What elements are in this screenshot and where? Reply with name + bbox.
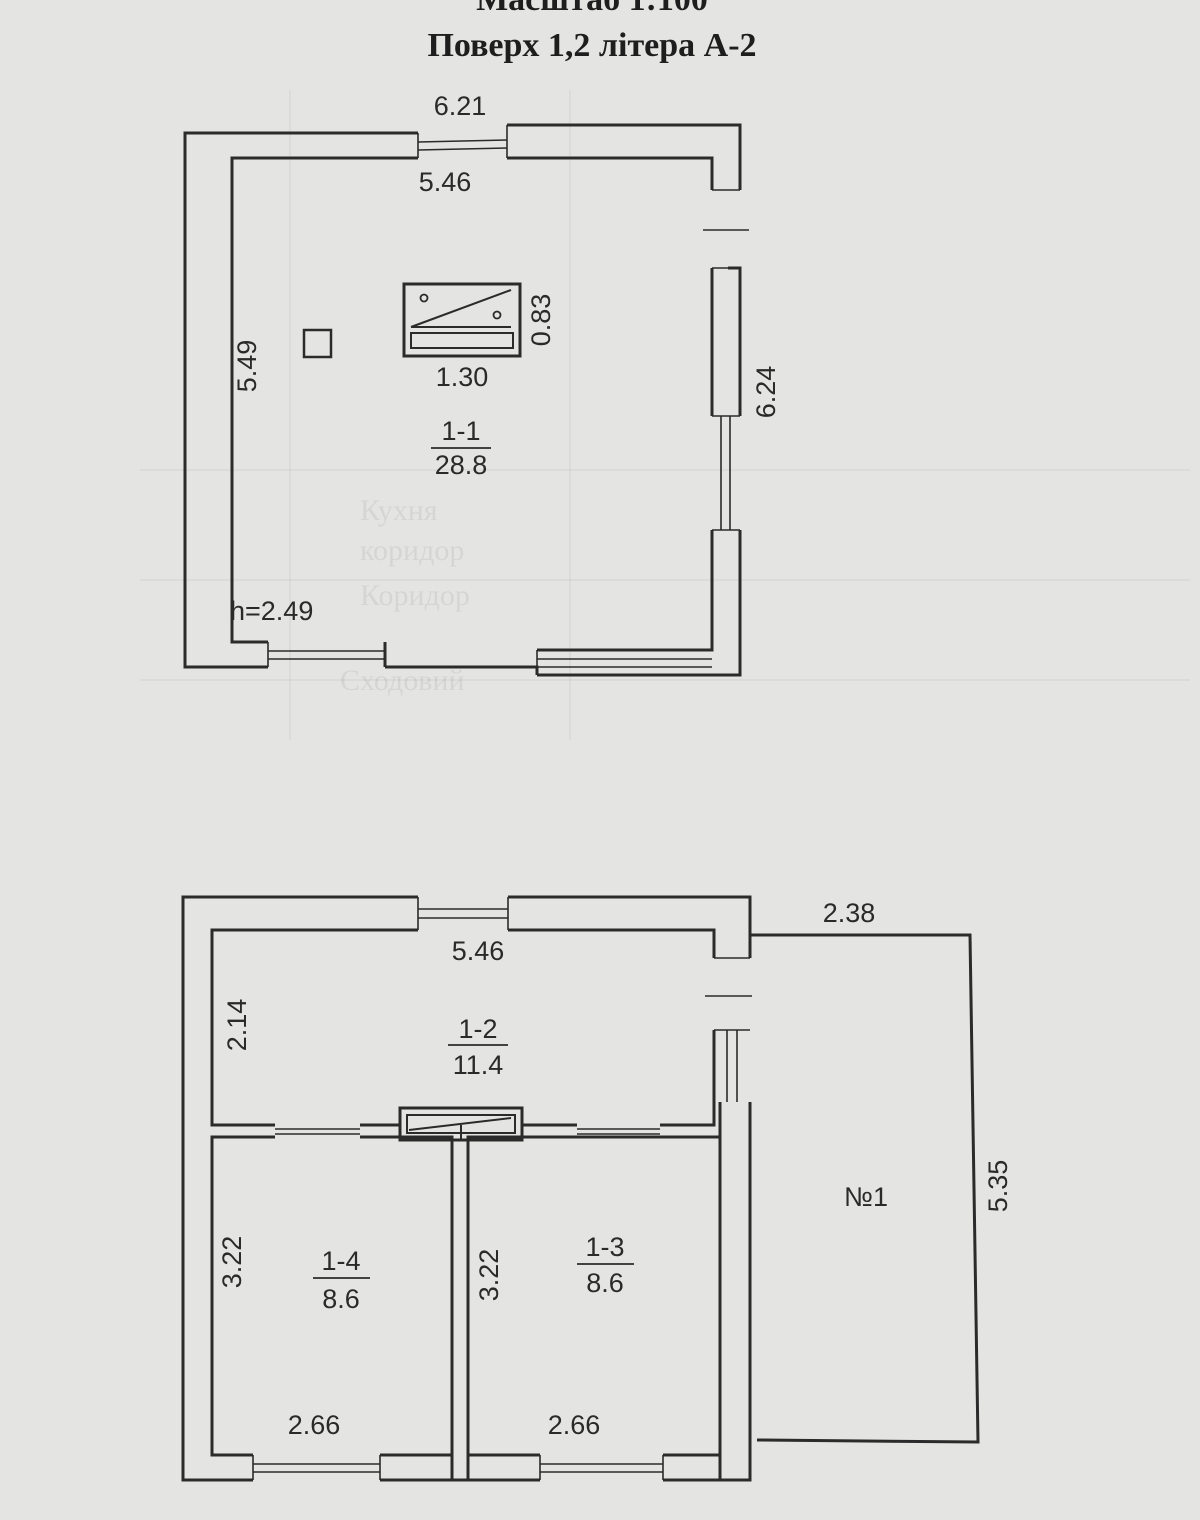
paper-texture: Кухня коридор Коридор Сходовий xyxy=(140,90,1190,740)
window-bottom-right xyxy=(536,650,712,675)
dim-room-1-3-left: 3.22 xyxy=(474,1249,504,1302)
room-1-2-area: 11.4 xyxy=(453,1050,504,1080)
room-1-2-label: 1-2 xyxy=(458,1014,497,1044)
floor-title: Поверх 1,2 літера А-2 xyxy=(427,27,756,64)
room-1-2-wall-right xyxy=(508,928,716,958)
door-right-1-2 xyxy=(705,957,752,1102)
room-1-3-label: 1-3 xyxy=(585,1232,624,1262)
dim-inner-top: 5.46 xyxy=(419,167,472,197)
dim-room-1-4-bottom: 2.66 xyxy=(288,1410,341,1440)
window-top xyxy=(417,125,508,158)
stove-depth: 0.83 xyxy=(526,294,556,347)
dim-room-1-3-bottom: 2.66 xyxy=(548,1410,601,1440)
dim-bottom-inner-top: 5.46 xyxy=(452,936,505,966)
annex-width: 2.38 xyxy=(823,898,876,928)
dim-room-1-2-left: 2.14 xyxy=(222,999,252,1052)
annex-outline xyxy=(750,933,980,1444)
room-1-1-label: 1-1 xyxy=(441,416,480,446)
window-right-upper xyxy=(703,189,749,269)
stove-symbol-bottom xyxy=(398,1106,524,1142)
plan-bottom: 5.46 2.14 1-2 11.4 3.22 1-4 8.6 2.66 3.2… xyxy=(181,895,1013,1482)
svg-text:Сходовий: Сходовий xyxy=(340,664,465,697)
room-1-2-wall xyxy=(210,928,418,1127)
dim-left: 5.49 xyxy=(232,340,262,393)
room-1-4-area: 8.6 xyxy=(322,1284,360,1314)
svg-text:коридор: коридор xyxy=(360,534,464,567)
dim-right: 6.24 xyxy=(751,366,781,419)
stove-symbol xyxy=(402,282,522,358)
plan-top: 6.21 5.46 5.49 6.24 0.83 1.30 1-1 28.8 h… xyxy=(183,91,781,677)
scale-title: Масштаб 1:100 xyxy=(476,0,708,18)
room-1-3-area: 8.6 xyxy=(586,1268,624,1298)
chimney-symbol xyxy=(302,328,333,359)
doorway-partition-1-2 xyxy=(275,1128,660,1135)
dim-room-1-4-left: 3.22 xyxy=(217,1236,247,1289)
stove-width: 1.30 xyxy=(436,362,489,392)
window-room-1-4 xyxy=(252,1455,381,1480)
window-bottom-left xyxy=(267,642,385,667)
window-bottom-top xyxy=(417,897,509,930)
svg-text:Коридор: Коридор xyxy=(360,579,470,612)
svg-text:Кухня: Кухня xyxy=(360,494,438,527)
window-right-lower xyxy=(712,415,740,531)
window-room-1-3 xyxy=(539,1455,664,1480)
room-1-4-label: 1-4 xyxy=(321,1246,360,1276)
plan-bottom-outer-wall xyxy=(181,895,752,1482)
dim-outer-top: 6.21 xyxy=(434,91,487,121)
annex-label: №1 xyxy=(844,1182,888,1212)
annex-height: 5.35 xyxy=(983,1160,1013,1213)
ceiling-height: h=2.49 xyxy=(230,596,313,626)
plan-top-inner-wall xyxy=(230,156,714,667)
room-1-1-area: 28.8 xyxy=(435,450,488,480)
